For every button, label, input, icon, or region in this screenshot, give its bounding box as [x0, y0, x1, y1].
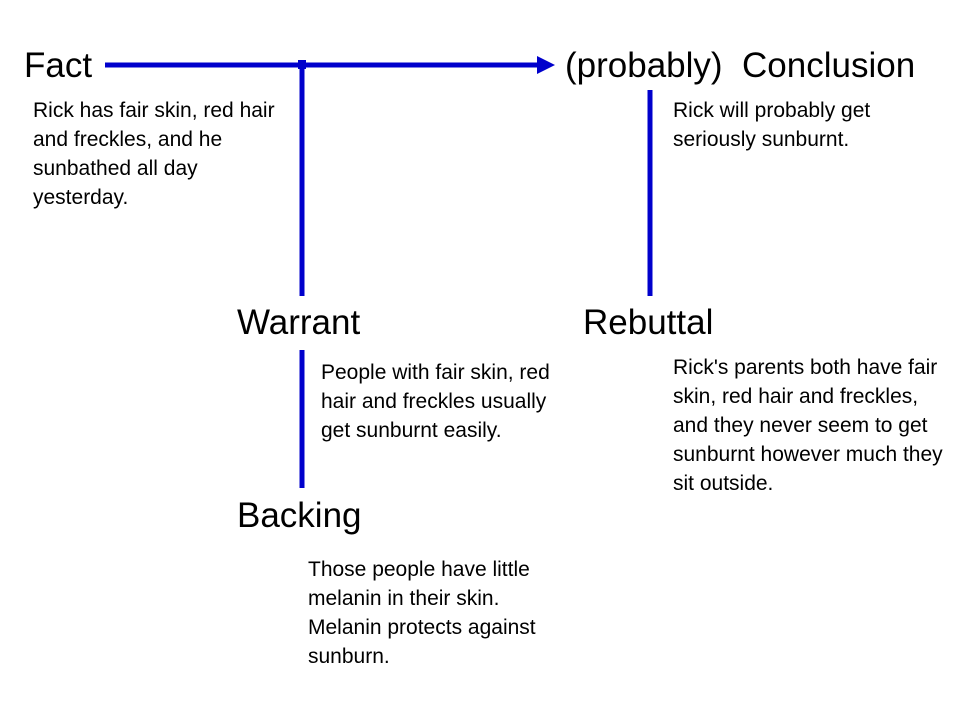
- backing-heading: Backing: [237, 496, 362, 535]
- fact-heading: Fact: [24, 46, 93, 85]
- rebuttal-description: Rick's parents both have fair skin, red …: [673, 356, 943, 495]
- warrant-heading: Warrant: [237, 303, 361, 342]
- arrowhead-icon: [537, 56, 555, 74]
- warrant-description: People with fair skin, red hair and frec…: [321, 361, 550, 442]
- rebuttal-heading: Rebuttal: [583, 303, 714, 342]
- conclusion-description: Rick will probably get seriously sunburn…: [673, 99, 871, 151]
- backing-description: Those people have little melanin in thei…: [308, 558, 536, 668]
- fact-description: Rick has fair skin, red hair and freckle…: [33, 99, 275, 209]
- conclusion-heading: (probably) Conclusion: [565, 46, 916, 85]
- warrant-junction-marker: [298, 60, 306, 69]
